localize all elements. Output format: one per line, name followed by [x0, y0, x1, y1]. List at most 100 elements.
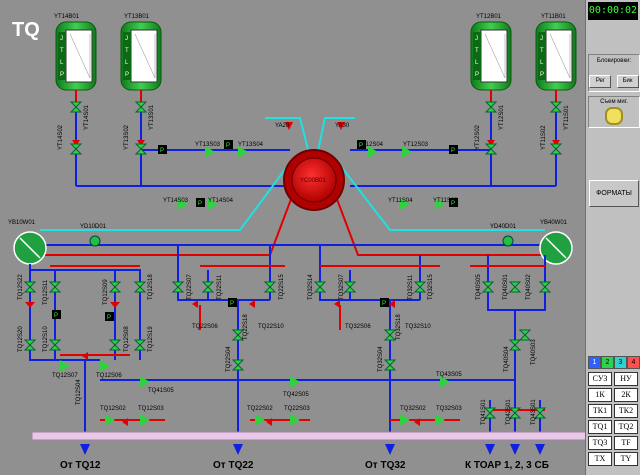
alarm-lamp-icon[interactable]	[605, 107, 623, 125]
svg-text:TQ12S20: TQ12S20	[18, 326, 24, 352]
svg-text:YT13S02: YT13S02	[124, 124, 130, 150]
svg-text:TQ42S05: TQ42S05	[283, 392, 309, 398]
svg-text:L: L	[540, 60, 544, 66]
svg-text:P: P	[359, 143, 363, 149]
btn-2k[interactable]: 2К	[614, 388, 638, 402]
svg-text:L: L	[125, 60, 129, 66]
svg-text:TQ32S07: TQ32S07	[339, 274, 345, 300]
svg-text:TQ22S10: TQ22S10	[258, 324, 284, 330]
btn-tk2[interactable]: ТК2	[614, 404, 638, 418]
svg-text:TQ41S05: TQ41S05	[148, 388, 174, 394]
svg-text:YT11S04: YT11S04	[388, 198, 413, 204]
heat-exchanger-yb10w01[interactable]: YB10W01	[8, 220, 47, 265]
tab-3[interactable]: 3	[614, 356, 627, 369]
svg-text:TQ32S14: TQ32S14	[308, 274, 314, 300]
btn-tq1[interactable]: ТQ1	[588, 420, 612, 434]
siem-group: Съем миг.	[588, 96, 640, 128]
svg-text:YT12B01: YT12B01	[476, 14, 502, 20]
valve-group-mid[interactable]	[178, 146, 445, 210]
valve-group-lower[interactable]	[23, 281, 552, 426]
central-vessel-yc00b01[interactable]: YC00B01	[283, 149, 345, 211]
svg-text:P: P	[475, 72, 479, 78]
central-vessel-lines	[40, 117, 545, 256]
formats-button[interactable]: ФОРМАТЫ	[589, 180, 639, 207]
svg-text:YT14S04: YT14S04	[208, 198, 234, 204]
siem-label: Съем миг.	[600, 99, 628, 105]
svg-text:T: T	[540, 48, 544, 54]
btn-tq3[interactable]: ТQ3	[588, 436, 612, 450]
blk-button[interactable]: Бик	[616, 75, 639, 88]
svg-text:YT11B01: YT11B01	[541, 14, 566, 20]
svg-text:YT12S04: YT12S04	[358, 142, 384, 148]
interlock-label: Блокировки:	[596, 58, 632, 64]
svg-text:TQ22S07: TQ22S07	[187, 274, 193, 300]
svg-text:YT12S03: YT12S03	[403, 142, 429, 148]
svg-text:TQ32S02: TQ32S02	[400, 406, 426, 412]
svg-text:YT13S01: YT13S01	[149, 104, 155, 130]
svg-text:YD40D01: YD40D01	[490, 224, 517, 230]
clock-display: 00:00:02	[588, 2, 638, 20]
tank-yt14b01[interactable]: YT14B01 J T L P	[54, 14, 97, 91]
btn-suz[interactable]: СУЗ	[588, 372, 612, 386]
tank-yt12b01[interactable]: YT12B01 J T L P	[470, 14, 512, 91]
arrows-ya: YA20 YA30	[275, 122, 350, 130]
reg-button[interactable]: Рег	[589, 75, 612, 88]
svg-text:P: P	[540, 72, 544, 78]
svg-text:TQ12S08: TQ12S08	[124, 326, 130, 352]
svg-text:TQ12S04: TQ12S04	[76, 379, 82, 405]
format-tabs: 1 2 3 4	[588, 356, 640, 369]
svg-text:YT14B01: YT14B01	[54, 14, 80, 20]
svg-text:TQ22S04: TQ22S04	[226, 346, 232, 372]
svg-text:TQ40S02: TQ40S02	[526, 274, 532, 300]
valve-group-top[interactable]	[69, 101, 563, 155]
tab-2[interactable]: 2	[601, 356, 614, 369]
svg-text:TQ12S09: TQ12S09	[103, 279, 109, 305]
svg-text:TQ12S18: TQ12S18	[148, 274, 154, 300]
svg-text:TQ22S02: TQ22S02	[247, 406, 273, 412]
svg-text:J: J	[475, 36, 478, 42]
label-from-tq22: От TQ22	[213, 460, 254, 471]
btn-tx[interactable]: ТХ	[588, 452, 612, 466]
tab-4[interactable]: 4	[627, 356, 640, 369]
svg-text:TQ12S02: TQ12S02	[100, 406, 126, 412]
svg-text:P: P	[125, 72, 129, 78]
svg-text:TQ40S03: TQ40S03	[531, 339, 537, 365]
btn-nu[interactable]: НУ	[614, 372, 638, 386]
btn-ty[interactable]: ТY	[614, 452, 638, 466]
svg-text:TQ32S15: TQ32S15	[428, 274, 434, 300]
btn-tf[interactable]: ТF	[614, 436, 638, 450]
svg-text:P: P	[107, 315, 111, 321]
svg-text:TQ12S11: TQ12S11	[43, 279, 49, 305]
svg-text:T: T	[60, 48, 64, 54]
pump-yd10d01[interactable]: YD10D01	[80, 224, 107, 247]
svg-text:YB40W01: YB40W01	[540, 220, 568, 226]
svg-text:YT14S03: YT14S03	[163, 198, 189, 204]
svg-text:TQ22S11: TQ22S11	[217, 274, 223, 300]
svg-text:TQ12S06: TQ12S06	[96, 373, 122, 379]
label-from-tq32: От TQ32	[365, 460, 406, 471]
svg-text:TQ12S22: TQ12S22	[18, 274, 24, 300]
svg-text:T: T	[125, 48, 129, 54]
svg-text:J: J	[60, 36, 63, 42]
svg-text:TQ41S01: TQ41S01	[481, 399, 487, 425]
svg-text:P: P	[160, 148, 164, 154]
valve-labels-top: YT14S02 YT14S01 YT13S02 YT13S01 YT12S02 …	[58, 104, 570, 150]
svg-text:TQ12S19: TQ12S19	[148, 326, 154, 352]
tab-1[interactable]: 1	[588, 356, 601, 369]
btn-tk1[interactable]: ТК1	[588, 404, 612, 418]
pump-yd40d01[interactable]: YD40D01	[490, 224, 517, 247]
svg-text:YT13S03: YT13S03	[195, 142, 221, 148]
mimic-diagram: TQ YT14B01 J T L P YT13B01 J T L P YT12B…	[0, 0, 585, 475]
svg-text:TQ42S01: TQ42S01	[506, 399, 512, 425]
heat-exchanger-yb40w01[interactable]: YB40W01	[539, 220, 573, 265]
lower-red-arrows	[25, 300, 420, 426]
svg-text:YT12S02: YT12S02	[475, 124, 481, 150]
btn-tq2[interactable]: ТQ2	[614, 420, 638, 434]
tank-yt13b01[interactable]: YT13B01 J T L P	[120, 14, 162, 91]
tank-yt11b01[interactable]: YT11B01 J T L P	[535, 14, 577, 91]
svg-text:YT13B01: YT13B01	[124, 14, 150, 20]
pressure-indicators: P P P P P P P P P P	[52, 140, 458, 321]
common-header-pipe	[31, 431, 585, 441]
btn-1k[interactable]: 1К	[588, 388, 612, 402]
svg-text:P: P	[230, 301, 234, 307]
